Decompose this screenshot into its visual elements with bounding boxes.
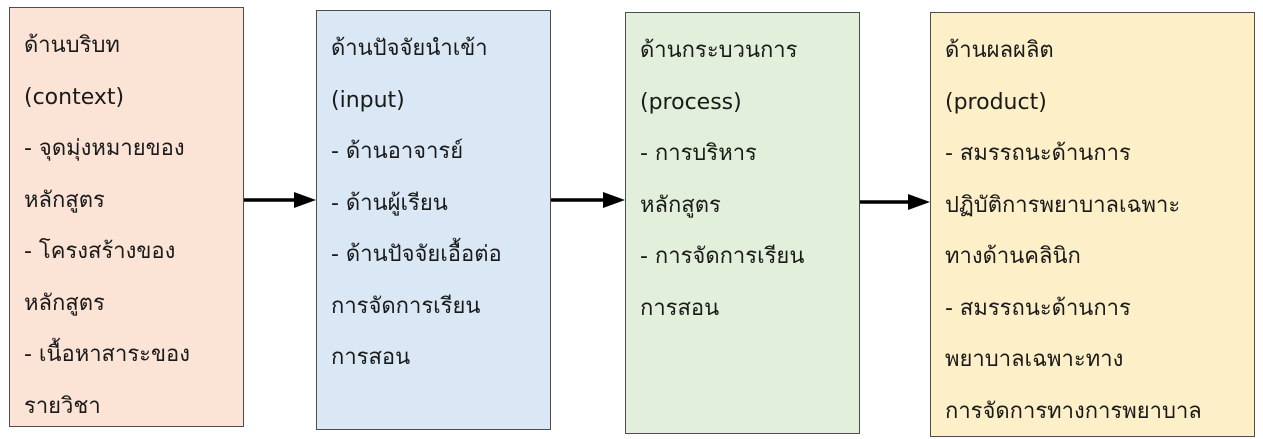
input-item-line: การจัดการเรียน bbox=[331, 293, 481, 319]
context-item-line: - จุดมุ่งหมายของ bbox=[24, 136, 185, 161]
input-item-line: การสอน bbox=[331, 345, 411, 370]
context-subtitle: (context) bbox=[24, 84, 125, 110]
product-title: ด้านผลผลิต bbox=[945, 38, 1054, 63]
product-item-line: การจัดการทางการพยาบาล bbox=[945, 398, 1202, 424]
context-item-line: หลักสูตร bbox=[24, 290, 105, 316]
product-item-line: ทางด้านคลินิก bbox=[945, 244, 1081, 269]
context-box: ด้านบริบท (context) - จุดมุ่งหมายของ หลั… bbox=[9, 7, 244, 427]
process-subtitle: (process) bbox=[640, 89, 742, 115]
product-box: ด้านผลผลิต (product) - สมรรถนะด้านการ ปฏ… bbox=[930, 12, 1255, 437]
input-subtitle: (input) bbox=[331, 87, 405, 113]
context-title: ด้านบริบท bbox=[24, 33, 120, 58]
context-item-line: - โครงสร้างของ bbox=[24, 239, 176, 264]
product-item-line: - สมรรถนะด้านการ bbox=[945, 295, 1131, 321]
context-item-line: - เนื้อหาสาระของ bbox=[24, 342, 190, 367]
process-item-line: หลักสูตร bbox=[640, 192, 721, 218]
process-item-line: - การจัดการเรียน bbox=[640, 244, 805, 269]
context-item-line: รายวิชา bbox=[24, 393, 101, 419]
product-item-line: - สมรรถนะด้านการ bbox=[945, 141, 1131, 166]
input-item-line: - ด้านอาจารย์ bbox=[331, 139, 464, 164]
context-item-line: หลักสูตร bbox=[24, 187, 105, 213]
product-item-line: พยาบาลเฉพาะทาง bbox=[945, 347, 1124, 372]
input-item-line: - ด้านผู้เรียน bbox=[331, 190, 448, 216]
process-box: ด้านกระบวนการ (process) - การบริหาร หลัก… bbox=[625, 12, 860, 434]
process-item-line: การสอน bbox=[640, 295, 720, 321]
arrow-input-to-process bbox=[551, 190, 625, 210]
process-title: ด้านกระบวนการ bbox=[640, 38, 798, 63]
product-item-line: ปฏิบัติการพยาบาลเฉพาะ bbox=[945, 192, 1181, 218]
process-item-line: - การบริหาร bbox=[640, 141, 757, 166]
arrow-process-to-product bbox=[860, 192, 930, 212]
input-title: ด้านปัจจัยนำเข้า bbox=[331, 36, 488, 61]
input-box: ด้านปัจจัยนำเข้า (input) - ด้านอาจารย์ -… bbox=[316, 10, 551, 430]
product-subtitle: (product) bbox=[945, 89, 1047, 115]
arrow-context-to-input bbox=[244, 190, 316, 210]
input-item-line: - ด้านปัจจัยเอื้อต่อ bbox=[331, 242, 502, 267]
